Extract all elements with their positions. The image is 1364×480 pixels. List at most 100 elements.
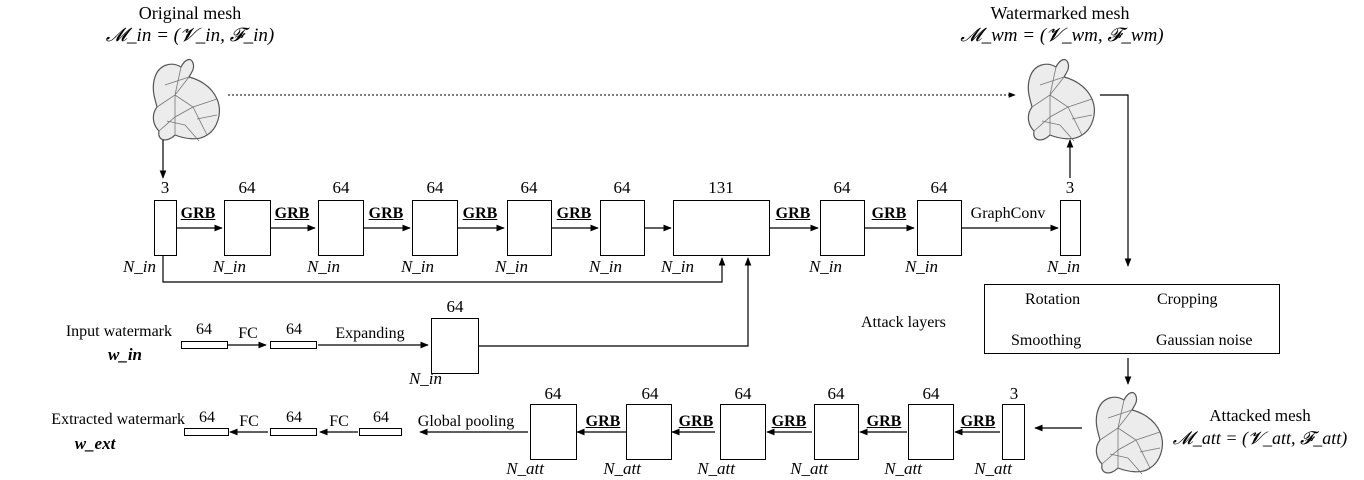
encoder-block-8 (820, 200, 865, 256)
decoder-dim-4: 64 (734, 384, 752, 403)
attack-rotation: Rotation (1025, 291, 1081, 308)
encoder-block-6 (600, 200, 645, 256)
decoder-op-4: GRB (678, 413, 714, 430)
attacked-mesh-formula: 𝓜_att = (𝓥_att, 𝓕_att) (1172, 428, 1348, 448)
attack-layers-box (984, 284, 1280, 354)
decoder-fc-label-2: FC (239, 413, 259, 430)
decoder-n-4: N_att (697, 459, 735, 478)
encoder-dim-6: 64 (613, 178, 631, 197)
encoder-op-2: GRB (274, 205, 310, 222)
watermark-connection (479, 257, 752, 347)
encoder-op-5: GRB (556, 205, 592, 222)
encoder-block-4 (412, 200, 458, 256)
original-mesh-title: Original mesh (138, 3, 242, 23)
decoder-dim-1: 3 (1009, 384, 1019, 403)
encoder-n-6: N_in (588, 257, 622, 276)
encoder-dim-9: 64 (930, 178, 948, 197)
encoder-n-4: N_in (400, 257, 434, 276)
expanded-watermark-block (431, 318, 479, 374)
encoder-n-3: N_in (306, 257, 340, 276)
decoder-op-1: GRB (960, 413, 996, 430)
decoder-op-3: GRB (771, 413, 807, 430)
pooled-dim: 64 (373, 409, 389, 426)
expanded-n: N_in (408, 369, 442, 388)
embed-fc-dim: 64 (286, 321, 302, 338)
original-mesh-formula: 𝓜_in = (𝓥_in, 𝓕_in) (105, 25, 275, 46)
encoder-block-1 (154, 200, 177, 256)
decoder-n-6: N_att (506, 459, 544, 478)
encoder-dim-8: 64 (833, 178, 851, 197)
decoder-n-1: N_att (974, 459, 1012, 478)
encoder-op-1: GRB (180, 205, 216, 222)
encoder-block-9 (917, 200, 962, 256)
encoder-block-5 (507, 200, 552, 256)
decoder-n-2: N_att (884, 459, 922, 478)
encoder-n-10: N_in (1046, 257, 1080, 276)
watermarked-mesh-formula: 𝓜_wm = (𝓥_wm, 𝓕_wm) (960, 25, 1164, 46)
encoder-dim-10: 3 (1065, 178, 1075, 197)
encoder-op-3: GRB (368, 205, 404, 222)
decoder-block-2 (908, 404, 954, 460)
encoder-n-5: N_in (494, 257, 528, 276)
input-watermark-symbol: w_in (107, 345, 143, 364)
expanding-label: Expanding (335, 325, 405, 342)
graphconv-label: GraphConv (970, 205, 1046, 222)
decoder-dim-5: 64 (641, 384, 659, 403)
decoder-block-6 (530, 404, 577, 460)
encoder-n-7: N_in (660, 257, 694, 276)
decoder-block-1 (1002, 404, 1025, 460)
decoder-n-3: N_att (790, 459, 828, 478)
encoder-n-2: N_in (212, 257, 246, 276)
encoder-n-8: N_in (808, 257, 842, 276)
input-watermark-vector (181, 341, 228, 349)
extracted-watermark-vector (184, 428, 229, 436)
attacked-mesh-bunny (1095, 391, 1163, 475)
decoder-block-4 (720, 404, 766, 460)
fc-dim-1: 64 (286, 409, 302, 426)
encoder-n-9: N_in (904, 257, 938, 276)
decoder-n-5: N_att (603, 459, 641, 478)
attack-gaussian-noise: Gaussian noise (1156, 332, 1253, 349)
watermarked-mesh-title: Watermarked mesh (990, 3, 1130, 23)
decoder-dim-3: 64 (827, 384, 845, 403)
decoder-op-5: GRB (585, 413, 621, 430)
extracted-watermark-title: Extracted watermark (51, 411, 185, 428)
encoder-op-6: GRB (775, 205, 811, 222)
encoder-op-7: GRB (871, 205, 907, 222)
encoder-dim-2: 64 (238, 178, 256, 197)
input-watermark-title: Input watermark (65, 323, 172, 340)
fc-vector-1 (270, 428, 317, 436)
extracted-watermark-symbol: w_ext (74, 434, 116, 453)
attacked-mesh-title: Attacked mesh (1209, 406, 1311, 425)
encoder-dim-5: 64 (520, 178, 538, 197)
attack-cropping: Cropping (1157, 291, 1218, 308)
watermarked-mesh-bunny (1027, 58, 1095, 142)
global-pooling-label: Global pooling (417, 413, 515, 430)
decoder-dim-6: 64 (544, 384, 562, 403)
embed-fc-label: FC (238, 325, 258, 342)
decoder-dim-2: 64 (922, 384, 940, 403)
decoder-block-5 (626, 404, 672, 460)
encoder-dim-3: 64 (332, 178, 350, 197)
expanded-dim: 64 (446, 297, 464, 316)
pooled-vector (359, 428, 402, 436)
input-watermark-dim: 64 (196, 321, 212, 338)
encoder-n-1: N_in (122, 257, 156, 276)
skip-connection (162, 256, 726, 283)
decoder-block-3 (814, 404, 859, 460)
encoder-block-3 (318, 200, 364, 256)
decoder-fc-label-1: FC (329, 413, 349, 430)
encoder-dim-1: 3 (160, 178, 170, 197)
embed-fc-vector (270, 341, 317, 349)
encoder-dim-4: 64 (426, 178, 444, 197)
encoder-dim-7: 131 (708, 178, 734, 197)
encoder-block-10 (1060, 200, 1081, 256)
encoder-block-2 (224, 200, 271, 256)
extracted-dim: 64 (199, 409, 215, 426)
attack-layers-title: Attack layers (861, 314, 946, 331)
encoder-block-7 (673, 200, 770, 256)
encoder-op-4: GRB (462, 205, 498, 222)
attack-smoothing: Smoothing (1011, 332, 1082, 349)
original-mesh-bunny (152, 58, 220, 142)
